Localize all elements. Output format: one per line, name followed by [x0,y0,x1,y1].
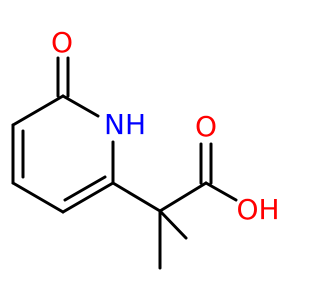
molecule-structure: O NH O OH [11,26,280,270]
atom-labels: O NH O OH [51,26,280,226]
bond-c6-c5 [11,94,65,127]
bond-cq-methyl-b [158,209,188,240]
bond-c4-c3 [11,181,65,214]
bond-n1-c6 [61,94,100,118]
bond-ccooh-oh [204,181,238,202]
bond-c2-cq [111,181,162,213]
atom-nh-ring: NH [104,108,146,141]
bond-c3-c2-inner [63,175,107,202]
atom-o-carbonyl: O [195,110,217,143]
bonds [11,56,238,270]
atom-oh-hydroxyl: OH [236,193,279,226]
bond-cq-ccooh [158,181,208,213]
atom-o-ketone: O [51,26,73,59]
bond-c3-c2 [61,181,115,214]
